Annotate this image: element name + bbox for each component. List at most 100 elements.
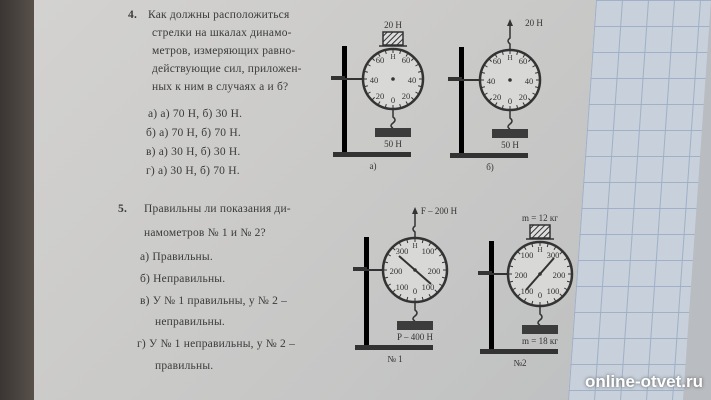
- unit-label: Н: [412, 242, 417, 250]
- dial-tick: [405, 52, 409, 57]
- dial-tick: [531, 242, 534, 248]
- scale-label: 300: [547, 250, 560, 260]
- dial-tick: [512, 257, 517, 261]
- arrow-up-icon: [507, 19, 513, 26]
- dial-tick: [383, 276, 389, 279]
- q4-number: 4.: [128, 9, 138, 21]
- dial-tick: [508, 280, 514, 283]
- scale-label: 200: [428, 266, 441, 276]
- fig-2: [478, 224, 574, 354]
- dial-tick: [494, 102, 498, 107]
- clamp: [448, 77, 462, 81]
- dial-tick: [415, 91, 420, 95]
- dial-tick: [508, 265, 514, 268]
- dial-tick: [553, 297, 557, 302]
- dial-tick: [488, 58, 492, 62]
- dial-tick: [363, 70, 369, 73]
- dial-tick: [371, 97, 375, 101]
- stand-base: [355, 345, 433, 350]
- scale-label: 40: [525, 76, 534, 86]
- scale-label: 60: [519, 56, 528, 66]
- scale-label: 60: [402, 55, 411, 65]
- dial-tick: [546, 300, 549, 306]
- dial-tick: [483, 64, 488, 68]
- dial-tick: [559, 251, 563, 255]
- dial-tick: [411, 57, 415, 61]
- dial-tick: [366, 63, 371, 67]
- scale-label: 60: [376, 55, 385, 65]
- dial-tick: [434, 247, 438, 251]
- dial-tick: [383, 261, 389, 264]
- pull-hook-icon: [507, 24, 511, 50]
- scale-label: 100: [547, 286, 560, 296]
- dial-tick: [516, 50, 519, 56]
- dial-tick: [406, 296, 409, 302]
- dial-tick: [563, 257, 568, 261]
- weight: [397, 321, 433, 330]
- scale-label: 100: [422, 246, 435, 256]
- dial-tick: [517, 293, 521, 297]
- dial-tick: [534, 86, 540, 89]
- scale-label: 20: [402, 91, 411, 101]
- top-label: F – 200 Н: [421, 206, 458, 216]
- hook-icon: [390, 109, 396, 129]
- q4-text-line: Как должны расположиться: [148, 9, 290, 21]
- stand-base: [480, 349, 558, 354]
- q5-option: неправильны.: [155, 316, 225, 328]
- q5-option: в) У № 1 правильны, у № 2 –: [140, 295, 288, 307]
- dial-tick: [516, 104, 519, 110]
- dial-tick: [553, 246, 557, 251]
- dial-tick: [494, 53, 498, 58]
- dial-tick: [411, 97, 415, 101]
- top-weight: [382, 31, 404, 46]
- dial-tick: [522, 102, 526, 107]
- q4-option: б) а) 70 Н, б) 70 Н.: [146, 127, 241, 139]
- dial-tick: [480, 71, 486, 74]
- fig-1: [353, 207, 449, 350]
- dial-tick: [438, 253, 443, 257]
- q4-option: а) а) 70 Н, б) 30 Н.: [148, 108, 243, 120]
- q4-text-line: метров, измеряющих равно-: [152, 45, 296, 57]
- dial-tick: [398, 242, 402, 247]
- clamp: [353, 267, 367, 271]
- dial-tick: [387, 283, 392, 287]
- top-label: 20 Н: [384, 20, 402, 30]
- dial-tick: [428, 242, 432, 247]
- dial-tick: [384, 49, 387, 55]
- dial-tick: [501, 50, 504, 56]
- dial-tick: [417, 85, 423, 88]
- q5-option: а) Правильны.: [140, 251, 213, 263]
- clamp: [478, 271, 492, 275]
- scale-label: 100: [396, 282, 409, 292]
- figure-caption: а): [370, 161, 377, 171]
- dial-tick: [406, 238, 409, 244]
- scale-label: 0: [391, 95, 395, 105]
- dial-tick: [399, 103, 402, 109]
- dial-tick: [566, 280, 572, 283]
- q5-option: б) Неправильны.: [140, 273, 226, 285]
- figure-caption: б): [486, 162, 494, 172]
- dial-tick: [488, 98, 492, 102]
- dial-tick: [366, 91, 371, 95]
- scale-label: 200: [390, 266, 403, 276]
- unit-label: Н: [507, 54, 512, 62]
- dial-tick: [517, 251, 521, 255]
- scale-label: 300: [396, 246, 409, 256]
- dial-tick: [546, 242, 549, 248]
- dial-tick: [377, 52, 381, 57]
- scale-label: 200: [553, 270, 566, 280]
- arrow-up-icon: [412, 207, 418, 214]
- figure-caption: №2: [513, 358, 526, 368]
- stand-base: [333, 152, 411, 157]
- dial-tick: [399, 49, 402, 55]
- q5-option: правильны.: [155, 360, 214, 372]
- dial-tick: [428, 293, 432, 298]
- dial-tick: [421, 238, 424, 244]
- dark-background-edge: [0, 0, 34, 400]
- dial-tick: [534, 71, 540, 74]
- stand-pole: [489, 241, 494, 351]
- q4-text-line: ных к ним в случаях а и б?: [152, 81, 289, 93]
- hook-icon: [537, 306, 543, 326]
- clamp: [331, 76, 345, 80]
- scale-label: 40: [487, 76, 496, 86]
